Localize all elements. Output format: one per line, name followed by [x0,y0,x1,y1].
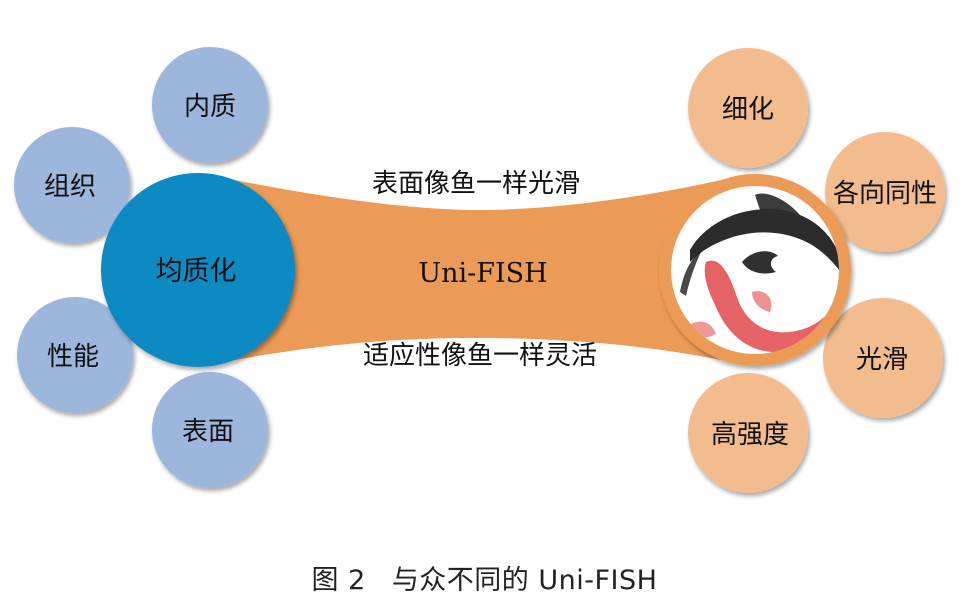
satellite-circle-neizhi [152,47,268,163]
figure-number: 图 2 [311,565,366,596]
black-koi-body [690,209,839,278]
satellite-circle-gexiangtongxing [825,132,945,252]
satellite-label-gexiangtongxing: 各向同性 [833,179,937,209]
figure-caption: 图 2 与众不同的 Uni-FISH [0,558,969,597]
satellite-label-guanghua: 光滑 [856,345,908,375]
satellite-label-zuzhi: 组织 [44,172,96,202]
satellite-label-xingneng: 性能 [47,342,99,372]
fish-circle [659,174,851,366]
left-satellites [14,47,268,488]
satellite-circle-guanghua [823,298,943,418]
satellite-circle-gaoqiangdu [688,373,808,493]
satellite-label-xihua: 细化 [722,95,774,125]
black-koi-stroke [680,250,702,296]
band-middle-text: Uni-FISH [418,258,547,289]
black-koi-tail-fin [742,251,778,274]
center-label: 均质化 [156,256,237,287]
band-top-text: 表面像鱼一样光滑 [372,169,580,199]
satellite-circle-xihua [688,48,808,168]
satellite-circle-zuzhi [14,127,130,243]
black-koi-fin [755,193,800,215]
satellite-circle-xingneng [17,297,133,413]
figure-title: 与众不同的 Uni-FISH [391,565,658,596]
red-koi-fin [752,291,772,312]
center-circle-junzhihua [101,173,295,367]
satellite-label-neizhi: 内质 [184,92,236,122]
band-bottom-text: 适应性像鱼一样灵活 [363,341,597,371]
red-koi-body [704,260,832,352]
satellite-label-biaomian: 表面 [182,417,234,447]
right-satellites [688,48,945,493]
koi-fish-icon [680,193,839,352]
satellite-label-gaoqiangdu: 高强度 [711,420,789,450]
connecting-band [205,174,748,366]
uni-fish-diagram: 均质化 内质 组织 性能 表面 表面像鱼一样光滑 Uni-FISH 适应性像鱼一… [14,47,945,493]
satellite-circle-biaomian [152,372,268,488]
